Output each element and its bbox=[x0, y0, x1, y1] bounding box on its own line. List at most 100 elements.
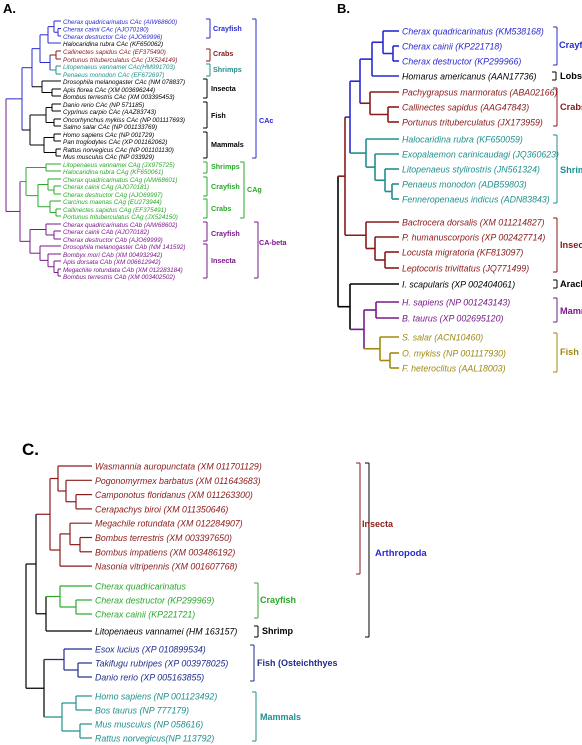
panel-b-leaf-label: Bactrocera dorsalis (XM 011214827) bbox=[402, 218, 545, 228]
group-brackets bbox=[203, 18, 558, 742]
panel-b-leaf-label: Exopalaemon carinicaudagi (JQ360623) bbox=[402, 150, 559, 160]
panel-b-letter: B. bbox=[337, 1, 350, 16]
panel-a-leaf-label: Rattus norvegicus CAc (NP 001101130) bbox=[63, 147, 174, 154]
panel-a-group-label: Shrimps bbox=[211, 162, 240, 171]
panel-c-group-label: Arthropoda bbox=[375, 548, 427, 559]
panel-a-leaf-label: Cherax cainii CAg (AJO70181) bbox=[63, 184, 149, 191]
tree-branches bbox=[5, 20, 399, 739]
panel-b-leaf-label: Halocaridina rubra (KF650059) bbox=[402, 135, 523, 145]
panel-a-leaf-label: Cherax cainii CAc (AJO70180) bbox=[63, 27, 149, 34]
panel-c-leaf-label: Megachile rotundata (XM 012284907) bbox=[95, 519, 243, 529]
panel-a-leaf-label: Litopenaeus vannamei CAg (JX975725) bbox=[63, 162, 175, 169]
panel-a-group-label: Shrimps bbox=[213, 65, 242, 74]
panel-a-group-label: CAg bbox=[247, 185, 262, 194]
panel-b-leaf-label: S. salar (ACN10460) bbox=[402, 333, 483, 343]
panel-b-group-label: Lobster bbox=[560, 71, 582, 81]
panel-c-leaf-label: Cherax destructor (KP299969) bbox=[95, 596, 214, 606]
panel-a-group-label: Crayfish bbox=[211, 182, 240, 191]
panel-a-group-label: Crabs bbox=[211, 204, 231, 213]
panel-a-leaf-label: Danio rerio CAc (NP 571185) bbox=[63, 102, 144, 109]
panel-c-leaf-label: Pogonomyrmex barbatus (XM 011643683) bbox=[95, 476, 261, 486]
panel-a-leaf-label: Apis florea CAc (XM 003696244) bbox=[62, 87, 155, 94]
panel-b-group-label: Crabs bbox=[560, 102, 582, 112]
panel-b-leaf-label: I. scapularis (XP 002404061) bbox=[402, 280, 515, 290]
panel-a-leaf-label: Cherax quadricarinatus CAg (AIW68601) bbox=[63, 177, 177, 184]
panel-c-group-label: Shrimp bbox=[262, 626, 294, 636]
panel-a-leaf-label: Apis dorsata CAb (XM 006612942) bbox=[62, 259, 161, 266]
panel-a-leaf-label: Cherax quadricarinatus CAb (AIW68602) bbox=[63, 222, 177, 229]
panel-a-group-label: Crabs bbox=[213, 49, 233, 58]
panel-a-leaf-label: Salmo salar CAc (NP 001133769) bbox=[63, 124, 157, 131]
panel-a-leaf-label: Portunus trituberculatus CAc (JX524149) bbox=[63, 57, 177, 64]
panel-c-leaf-label: Cherax cainii (KP221721) bbox=[95, 610, 195, 620]
panel-a-leaf-label: Megachile rotundata CAb (XM 012283184) bbox=[63, 267, 183, 274]
panel-a-group-label: Insecta bbox=[211, 256, 237, 265]
panel-a-group-label: Crayfish bbox=[213, 24, 242, 33]
panel-b-leaf-label: Cherax quadricarinatus (KM538168) bbox=[402, 27, 544, 37]
panel-b-leaf-label: Pachygrapsus marmoratus (ABA02166) bbox=[402, 88, 558, 98]
panel-b-leaf-label: Litopenaeus stylirostris (JN561324) bbox=[402, 165, 540, 175]
panel-c-leaf-label: Cherax quadricarinatus bbox=[95, 582, 187, 592]
panel-a-leaf-label: Homo sapiens CAc (NP 001729) bbox=[63, 132, 154, 139]
panel-c-leaf-label: Rattus norvegicus(NP 113792) bbox=[95, 734, 214, 744]
panel-c-leaf-label: Camponotus floridanus (XM 011263300) bbox=[95, 490, 253, 500]
panel-b-leaf-label: Homarus americanus (AAN17736) bbox=[402, 72, 537, 82]
panel-b-leaf-label: Penaeus monodon (ADB59803) bbox=[402, 180, 527, 190]
panel-b-group-label: Arachnida bbox=[560, 279, 582, 289]
panel-a-group-label: Insecta bbox=[211, 84, 237, 93]
panel-b-leaf-label: Callinectes sapidus (AAG47843) bbox=[402, 103, 529, 113]
panel-c-group-label: Crayfish bbox=[260, 595, 296, 605]
panel-c-leaf-label: Danio rerio (XP 005163855) bbox=[95, 673, 204, 683]
panel-c-leaf-label: Bos taurus (NP 777179) bbox=[95, 706, 189, 716]
panel-b-group-label: Shrimps bbox=[560, 165, 582, 175]
panel-a-leaf-label: Halocaridina rubra CAc (KF650062) bbox=[63, 41, 163, 48]
panel-a-leaf-label: Drosophila melanogaster CAb (NM 141592) bbox=[63, 244, 186, 251]
panel-a-leaf-label: Callinectes sapidus CAc (EF375490) bbox=[63, 49, 166, 56]
panel-c-leaf-label: Homo sapiens (NP 001123492) bbox=[95, 692, 217, 702]
leaf-labels: Cherax quadricarinatus CAc (AIW68600)Che… bbox=[62, 19, 559, 744]
panel-b-leaf-label: F. heteroclitus (AAL18003) bbox=[402, 364, 506, 374]
panel-b-leaf-label: Fenneropenaeus indicus (ADN83843) bbox=[402, 195, 550, 205]
panel-a-leaf-label: Cherax destructor CAg (AJO69997) bbox=[63, 192, 163, 199]
panel-b-group-label: Fish bbox=[560, 347, 579, 357]
panel-b-leaf-label: H. sapiens (NP 001243143) bbox=[402, 298, 510, 308]
panel-a-leaf-label: Cherax quadricarinatus CAc (AIW68600) bbox=[63, 19, 177, 26]
panel-b-leaf-label: Cherax destructor (KP299966) bbox=[402, 57, 521, 67]
panel-a-leaf-label: Portunus trituberculatus CAg (JX524150) bbox=[63, 214, 178, 221]
panel-a-leaf-label: Oncorhynchus mykiss CAc (NP 001117693) bbox=[63, 117, 185, 124]
panel-a-leaf-label: Bombus terrestris CAc (XM 003395453) bbox=[63, 94, 175, 101]
panel-b-group-label: Insects bbox=[560, 240, 582, 250]
panel-a-leaf-label: Cherax destructor CAc (AJO69996) bbox=[63, 34, 162, 41]
panel-b-leaf-label: Locusta migratoria (KF813097) bbox=[402, 248, 523, 258]
panel-c-leaf-label: Bombus terrestris (XM 003397650) bbox=[95, 533, 232, 543]
group-labels: CrayfishCrabsShrimpsInsectaFishMammalsCA… bbox=[211, 24, 582, 722]
panel-b-leaf-label: Cherax cainii (KP221718) bbox=[402, 42, 502, 52]
panel-c-group-label: Fish (Osteichthyes bbox=[257, 658, 338, 668]
panel-c-leaf-label: Cerapachys biroi (XM 011350646) bbox=[95, 504, 228, 514]
panel-a-leaf-label: Cyprinus carpio CAc (AAZ83743) bbox=[63, 109, 156, 116]
panel-a-leaf-label: Mus musculus CAc (NP 033929) bbox=[63, 154, 154, 161]
panel-a-leaf-label: Bombyx mori CAb (XM 004932942) bbox=[63, 252, 162, 259]
panel-c-leaf-label: Wasmannia auropunctata (XM 011701129) bbox=[95, 462, 262, 472]
panel-b-group-label: Mammals bbox=[560, 306, 582, 316]
panel-c-group-label: Insecta bbox=[362, 519, 394, 529]
panel-a-leaf-label: Litopenaeus vannamei CAc(HM991703) bbox=[63, 64, 175, 71]
panel-a-group-label: Crayfish bbox=[211, 229, 240, 238]
panel-c-leaf-label: Takifugu rubripes (XP 003978025) bbox=[95, 659, 228, 669]
panel-c-leaf-label: Bombus impatiens (XM 003486192) bbox=[95, 547, 235, 557]
panel-a-leaf-label: Pan troglodytes CAc (XP 001162062) bbox=[63, 139, 167, 146]
panel-c-letter: C. bbox=[22, 440, 39, 459]
panel-a-leaf-label: Callinectes sapidus CAg (EF375491) bbox=[63, 207, 166, 214]
panel-a-leaf-label: Cherax cainii CAb (AJO70182) bbox=[63, 229, 149, 236]
panel-b-leaf-label: P. humanuscorporis (XP 002427714) bbox=[402, 233, 545, 243]
panel-a-leaf-label: Bombus terrestris CAb (XM 003402502) bbox=[63, 274, 175, 281]
panel-a-leaf-label: Penaeus monodon CAc (EF672697) bbox=[63, 72, 165, 79]
panel-b-leaf-label: Portunus trituberculatus (JX173959) bbox=[402, 118, 543, 128]
panel-c-leaf-label: Nasonia vitripennis (XM 001607768) bbox=[95, 562, 237, 572]
panel-a-leaf-label: Carcinus maenas CAg (EU273944) bbox=[63, 199, 162, 206]
panel-a-leaf-label: Cherax destructor CAb (AJO69999) bbox=[63, 237, 163, 244]
panel-a-group-label: Fish bbox=[211, 111, 226, 120]
panel-c-leaf-label: Mus musculus (NP 058616) bbox=[95, 720, 203, 730]
panel-c-leaf-label: Litopenaeus vannamei (HM 163157) bbox=[95, 627, 237, 637]
